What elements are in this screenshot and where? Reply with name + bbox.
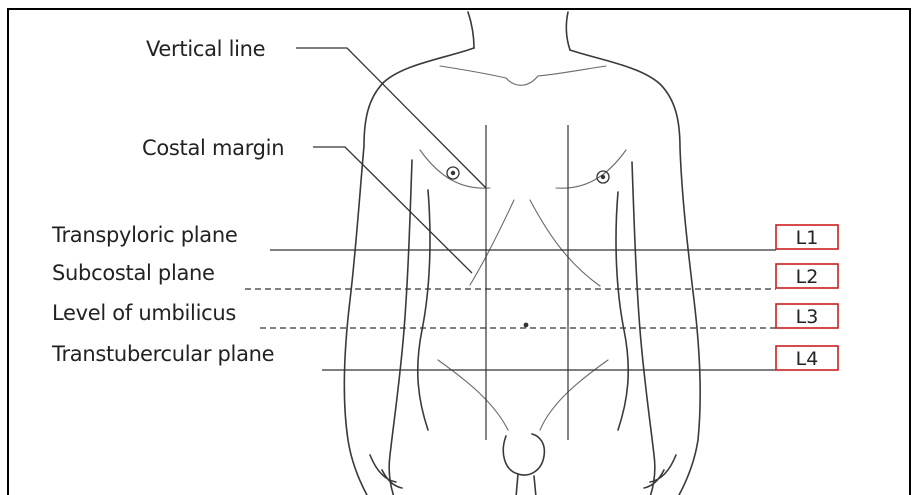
neck-left <box>468 12 474 48</box>
level-box-l3: L3 <box>776 304 838 328</box>
right-costal-margin <box>530 200 600 286</box>
thigh-inner-left <box>516 474 518 495</box>
label-level-of-umbilicus: Level of umbilicus <box>52 301 236 325</box>
right-nipple-center <box>601 175 605 179</box>
left-costal-margin <box>470 200 514 285</box>
neck-right <box>566 12 570 50</box>
level-label-l3: L3 <box>796 306 819 328</box>
right-hand <box>644 455 676 488</box>
thigh-inner-right <box>534 476 536 495</box>
umbilicus <box>524 323 529 328</box>
level-label-l1: L1 <box>796 227 819 249</box>
level-label-l2: L2 <box>796 266 819 288</box>
costal-margin-leader <box>313 147 472 273</box>
surface-landmarks <box>447 167 609 327</box>
right-shoulder-arm-outer <box>570 50 700 495</box>
right-clavicle <box>538 66 606 76</box>
figure-frame <box>8 9 910 495</box>
left-clavicle <box>440 66 506 78</box>
right-pectoral <box>556 150 626 188</box>
sternal-notch <box>506 76 538 85</box>
level-label-l4: L4 <box>796 348 819 370</box>
label-transtubercular-plane: Transtubercular plane <box>51 342 274 366</box>
torso-outline <box>344 12 700 495</box>
left-hand <box>370 455 402 488</box>
label-vertical-line: Vertical line <box>146 37 265 61</box>
label-costal-margin: Costal margin <box>142 136 284 160</box>
right-trunk-side <box>616 192 628 430</box>
label-transpyloric-plane: Transpyloric plane <box>51 223 238 247</box>
level-box-l1: L1 <box>776 225 838 249</box>
genital-outline <box>503 434 544 475</box>
level-box-l2: L2 <box>776 264 838 288</box>
left-pectoral <box>420 150 490 188</box>
level-box-l4: L4 <box>776 346 838 370</box>
label-subcostal-plane: Subcostal plane <box>52 261 215 285</box>
left-nipple-center <box>451 171 455 175</box>
left-shoulder-arm-outer <box>344 48 474 495</box>
